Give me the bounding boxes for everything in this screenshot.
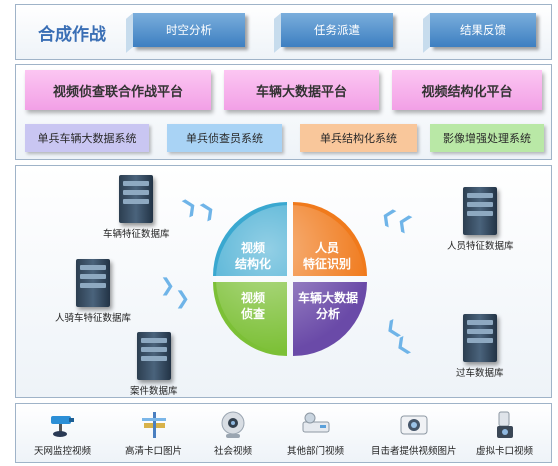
source-label: 高清卡口图片	[125, 446, 183, 457]
dome-camera-icon	[217, 410, 249, 440]
database-cases[interactable]: 案件数据库	[130, 332, 178, 397]
quadrant-label-vehicle: 车辆大数据分析	[297, 291, 358, 322]
quadrant-label-investigation: 视频侦查	[240, 291, 265, 322]
gloss-overlay	[216, 205, 364, 353]
platform-video-structuring[interactable]: 视频结构化平台	[392, 70, 542, 110]
cctv-camera-icon	[47, 410, 79, 440]
database-person-features[interactable]: 人员特征数据库	[447, 187, 514, 252]
nav-button-feedback[interactable]: 结果反馈	[430, 13, 536, 47]
source-label: 天网监控视频	[34, 446, 92, 457]
server-icon	[119, 175, 154, 223]
system-image-enhancement[interactable]: 影像增强处理系统	[430, 124, 544, 152]
database-label: 人员特征数据库	[447, 241, 514, 252]
source-virtual-checkpoint[interactable]: 虚拟卡口视频	[476, 410, 533, 457]
server-icon	[463, 187, 498, 235]
source-label: 目击者提供视频图片	[371, 446, 457, 457]
system-structuring[interactable]: 单兵结构化系统	[300, 124, 417, 152]
quadrant-label-person: 人员特征识别	[302, 241, 351, 272]
database-label: 过车数据库	[456, 368, 504, 379]
database-vehicle-passing[interactable]: 过车数据库	[456, 314, 504, 379]
source-label: 虚拟卡口视频	[476, 446, 534, 457]
server-icon	[76, 259, 110, 307]
page-title: 合成作战	[38, 25, 106, 45]
virtual-checkpoint-icon	[489, 410, 521, 440]
server-icon	[462, 314, 497, 362]
device-icon	[300, 410, 332, 440]
server-icon	[136, 332, 171, 380]
camera-icon	[398, 410, 430, 440]
system-vehicle-bigdata[interactable]: 单兵车辆大数据系统	[25, 124, 149, 152]
nav-button-dispatch[interactable]: 任务派遣	[281, 13, 393, 47]
source-panel	[15, 403, 552, 463]
source-label: 社会视频	[214, 446, 253, 457]
source-other-departments[interactable]: 其他部门视频	[287, 410, 344, 457]
arrow-icon: ❯	[160, 275, 176, 296]
arrow-icon: ❯	[175, 288, 191, 309]
database-label: 人骑车特征数据库	[55, 313, 132, 324]
source-label: 其他部门视频	[287, 446, 345, 457]
platform-vehicle-bigdata[interactable]: 车辆大数据平台	[224, 70, 379, 110]
nav-button-spatiotemporal[interactable]: 时空分析	[133, 13, 245, 47]
checkpoint-camera-icon	[138, 410, 170, 440]
database-vehicle-features[interactable]: 车辆特征数据库	[103, 175, 170, 240]
source-social-video[interactable]: 社会视频	[214, 410, 252, 457]
quadrant-label-structuring: 视频结构化	[234, 241, 271, 272]
system-investigator[interactable]: 单兵侦查员系统	[167, 124, 282, 152]
core-circle	[213, 202, 367, 356]
database-rider-features[interactable]: 人骑车特征数据库	[55, 259, 131, 324]
platform-video-investigation[interactable]: 视频侦查联合作战平台	[25, 70, 211, 110]
database-label: 案件数据库	[130, 386, 178, 397]
database-label: 车辆特征数据库	[103, 229, 170, 240]
source-hd-checkpoint[interactable]: 高清卡口图片	[125, 410, 182, 457]
source-skynet-video[interactable]: 天网监控视频	[34, 410, 91, 457]
source-witness-media[interactable]: 目击者提供视频图片	[371, 410, 457, 457]
